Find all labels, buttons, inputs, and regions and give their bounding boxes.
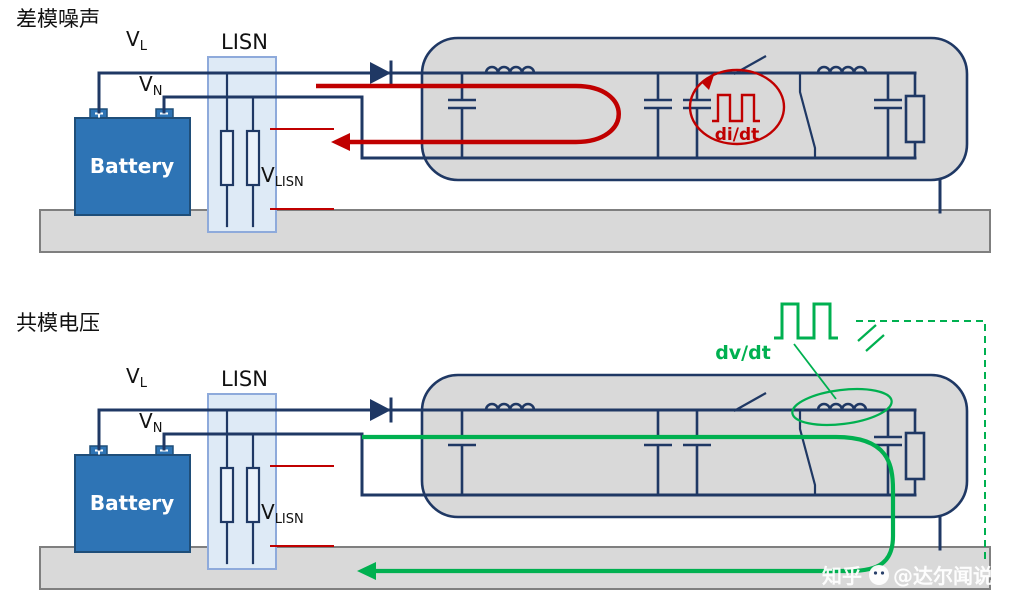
lisn-label: LISN [221,367,268,391]
vl-label: VL [126,364,148,391]
neutral-wire-vn [162,432,917,497]
output-inductor [816,402,868,411]
vlisn-measurement-taps [270,465,334,547]
cm-arrowhead-icon [357,562,376,580]
dvdt-pointer-line [793,343,837,400]
vn-label: VN [139,409,162,436]
didt-label: di/dt [715,125,760,145]
high-side-switch [733,392,767,412]
lisn-box [207,393,277,570]
vlisn-label: VLISN [261,163,304,190]
low-side-switch [798,73,817,158]
dc-link-capacitor-1 [644,73,672,158]
converter-components [448,392,926,495]
watermark-handle: @达尔闻说 [893,564,993,588]
battery-label: Battery [90,154,174,178]
diode-triangle [370,62,391,84]
didt-circle-arrow-icon [702,72,715,90]
lisn-resistor-right [245,466,261,524]
lisn-internals [219,71,261,228]
parasitic-capacitor-icon [857,324,885,352]
cm-noise-loop [357,434,896,580]
lisn-internals [219,408,261,565]
vl-label: VL [126,27,148,54]
bottom-title: 共模电压 [16,311,100,335]
vlisn-label: VLISN [261,500,304,527]
line-wire-vl [97,408,917,451]
battery-label: Battery [90,491,174,515]
lisn-box [207,56,277,233]
cm-return-dashed-path [856,320,986,559]
lisn-resistor-left [219,129,235,187]
top-diagram: Battery [16,7,991,253]
ground-plane [39,546,991,590]
didt-square-wave-icon [712,93,760,123]
battery-body [74,454,191,553]
output-capacitor [874,73,902,158]
watermark: 知乎 @达尔闻说 [822,564,993,588]
watermark-bubble-eye-right [880,571,885,575]
vlisn-measurement-taps [270,128,334,210]
didt-circle [688,68,786,146]
battery-body [74,117,191,216]
filter-inductor [484,65,536,74]
diode [370,60,393,86]
line-wire-vl [97,71,917,114]
dvdt-circle [791,387,893,427]
battery: Battery [74,445,191,553]
filter-inductor [484,402,536,411]
watermark-bubble-eye-left [873,571,878,575]
output-capacitor [874,410,902,495]
dvdt-square-wave-icon [774,302,838,340]
dvdt-label: dv/dt [715,342,771,364]
watermark-bubble-icon [869,565,889,585]
output-inductor [816,65,868,74]
lisn-wires [225,71,255,228]
didt-annotation: di/dt [688,68,786,146]
cm-current-path [362,434,896,574]
dvdt-annotation: dv/dt [715,302,986,559]
neutral-wire-vn [162,95,917,160]
battery: Battery [74,108,191,216]
top-title: 差模噪声 [16,7,100,31]
vn-label: VN [139,72,162,99]
lisn-resistor-left [219,466,235,524]
lisn-resistor-right [245,129,261,187]
diode-triangle [370,399,391,421]
dm-arrowhead-icon [331,133,350,151]
lisn-label: LISN [221,30,268,54]
watermark-brand: 知乎 [822,564,862,588]
dm-noise-loop [316,83,621,151]
bottom-diagram: Battery [16,302,991,590]
lisn-wires [225,408,255,565]
dm-current-path [316,83,621,145]
ground-plane [39,209,991,253]
diode [370,397,393,423]
low-side-switch [798,410,817,495]
